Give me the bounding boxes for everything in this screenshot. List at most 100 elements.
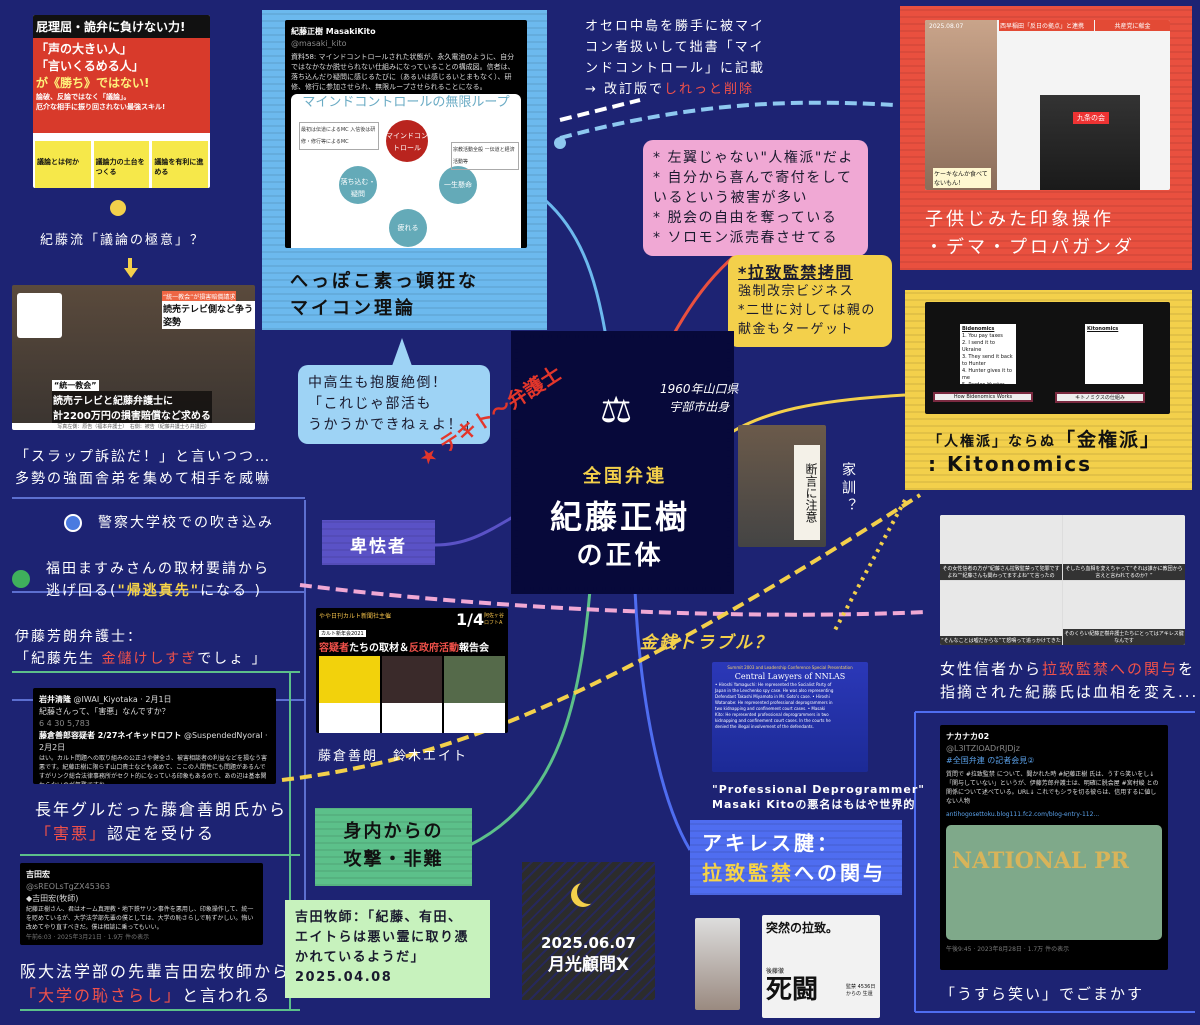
credit-author: 月光顧問X xyxy=(547,955,630,975)
book-line2: 「言いくるめる人」 xyxy=(36,59,144,73)
pink-line: * 左翼じゃない"人権派"だよ xyxy=(653,150,854,166)
tweet3-user: ナカナカ02 xyxy=(946,732,990,741)
miuchi-line2: 攻撃・非難 xyxy=(343,849,444,870)
fukuda-line2-a: 逃げ回る( xyxy=(46,583,118,599)
tweet3-link[interactable]: antihogosettoku.blog111.fc2.com/blog-ent… xyxy=(946,811,1100,818)
center-org: 全国弁連 xyxy=(583,466,667,487)
center-node xyxy=(515,335,730,590)
event-title-d: 報告会 xyxy=(459,643,489,654)
fukuda-line2-c: になる ) xyxy=(200,583,262,599)
tweet2-user: 吉田宏 xyxy=(26,870,50,879)
kito-photo xyxy=(1040,95,1140,190)
nnlas-title: Central Lawyers of NNLAS xyxy=(734,672,846,681)
achilles-line2-a: 拉致監禁 xyxy=(702,861,794,885)
scales-of-justice-icon: ⚖ xyxy=(600,390,633,431)
news-image: “統一教会”が損害賠償請求 読売テレビ側など争う姿勢 “統一教会” 読売テレビと… xyxy=(12,285,255,430)
tweet3-tag: #全国弁連 の記者会見② xyxy=(946,756,1035,765)
propaganda-line2: ・デマ・プロパガンダ xyxy=(925,237,1135,258)
kitonomics-line1-b: 「金権派」 xyxy=(1056,429,1162,451)
bidenomics-title: Bidenomics xyxy=(962,326,995,332)
kitonomics-footer: キトノミクスの仕組み xyxy=(1055,392,1145,403)
suspect-photo xyxy=(319,656,380,733)
yellow-line2: *二世に対しては親の xyxy=(738,303,876,318)
img-header1: 西早稲田「反日の拠点」と連携 xyxy=(999,20,1094,31)
mindcontrol-tweet-image: 紀藤正樹 MasakiKito @masaki_kito 資料58: マインドコ… xyxy=(285,20,527,248)
event-title-a: 容疑者 xyxy=(319,643,349,654)
women-line1-b: 拉致監禁への関与 xyxy=(1042,660,1179,678)
achilles-line1: アキレス腱： xyxy=(702,831,840,855)
news-line1: 読売テレビと紀藤弁護士に xyxy=(53,396,173,407)
running-icon xyxy=(12,570,30,588)
othello-line3: ンドコントロール」に記載 xyxy=(585,61,766,76)
mc-note-left: 最初は伝道によるMC 入信後は研修・修行等によるMC xyxy=(299,122,379,150)
book-sub1: 論破、反論ではなく「議論」。 xyxy=(36,93,131,101)
mc-title-line2: マイコン理論 xyxy=(290,298,416,319)
news-tag: “統一教会”が損害賠償請求 xyxy=(162,291,237,302)
calligraphy-scroll: 断言に注意 xyxy=(794,445,820,540)
slapp-line2: 多勢の強面舎弟を集めて相手を威嚇 xyxy=(15,471,271,487)
kitonomics-image: Bidenomics 1. You pay taxes 2. I send it… xyxy=(925,302,1170,414)
pink-line: * 自分から喜んで寄付をして xyxy=(653,170,853,186)
gokui-caption: 紀藤流「議論の極意」？ xyxy=(40,233,206,248)
tweet2-handle: @sREOLsTgZX45363 xyxy=(26,882,111,891)
tweet2-text: 紀藤正樹さん、君はオーム真理教・地下鉄サリン事件を悪用し、印象操作して、統一を貶… xyxy=(26,906,254,931)
tweet-yoshida-image: 吉田宏 @sREOLsTgZX45363 ◆吉田宏(牧師) 紀藤正樹さん、君はオ… xyxy=(20,863,263,945)
fujikura-b: 認定を受ける xyxy=(107,824,216,843)
yoshida-note-line2: エイトらは悪い霊に取り憑 xyxy=(295,930,470,945)
birth-line1: 1960年山口県 xyxy=(660,382,739,396)
bidenomics-item: 2. I send it to Ukraine xyxy=(962,340,995,353)
kitonomics-line1-a: 「人権派」ならぬ xyxy=(928,434,1056,450)
event-title-c: 反政府活動 xyxy=(409,643,459,654)
center-name: 紀藤正樹 xyxy=(549,498,690,536)
hikyo-label: 卑怯者 xyxy=(350,537,407,557)
hikyo-box xyxy=(322,520,435,565)
mc-diagram-title: マインドコントロールの無限ループ xyxy=(302,95,510,110)
kakun-label: 家訓？ xyxy=(840,462,856,516)
mc-note-right: 宗教活動全般 ー伝道と経済活動等 xyxy=(451,142,519,170)
tweet3-banner: NATIONAL PR xyxy=(946,825,1162,940)
women-cap2: そしたら血相を変えちゃって“それは誰かに教団から言えと言われてるのか？” xyxy=(1063,563,1185,580)
mc-bubble-line2: 「これじゃ部活も xyxy=(308,396,432,412)
achilles-box xyxy=(690,820,902,895)
tweet1-handle2: @SuspendedNyoral · 2月2日 xyxy=(39,731,268,752)
women-cap3: “そんなことは嘘だからな”て怒鳴って追っかけてきた xyxy=(940,636,1062,645)
tweet2-title: ◆吉田宏(牧師) xyxy=(26,894,79,903)
mc-node-left: 落ち込む・疑問 xyxy=(339,166,377,204)
pink-line: いるという被害が多い xyxy=(653,190,808,206)
lightbulb-icon xyxy=(110,200,126,216)
news-label: “統一教会” xyxy=(52,380,99,391)
yellow-line3: 献金もターゲット xyxy=(738,322,855,337)
mc-speech-bubble: 中高生も抱腹絶倒！ 「これじゃ部活も うかうかできねぇよ！」 xyxy=(298,365,490,444)
press-conference-tweet-image: ナカナカ02 @L3lTZlOADrRJDjz #全国弁連 の記者会見② 質問で… xyxy=(940,725,1168,970)
othello-line4-b: しれっと削除 xyxy=(664,82,755,97)
achilles-line2-b: への関与 xyxy=(794,861,886,885)
book-ad-big: 死闘 xyxy=(766,975,819,1005)
yellow-title: *拉致監禁拷問 xyxy=(738,263,853,282)
nnlas-body: • Hiroshi Yamaguchi: He represented the … xyxy=(715,682,834,729)
tweet1-stats: 6 4 30 5,783 xyxy=(39,719,90,728)
tweet1-handle: @IWAI_Kiyotaka · 2月1日 xyxy=(73,695,172,704)
othello-line2: コン者扱いして拙書「マイ xyxy=(585,40,765,55)
img-header2: 共産党に献金 xyxy=(1095,20,1170,31)
book-chapter-1: 議論とは何か xyxy=(35,141,91,188)
book-chapter-2: 議論力の土台をつくる xyxy=(93,141,150,188)
bubble-tail xyxy=(392,338,412,366)
propaganda-collage-image: 2025.08.07 ケーキなんか食べてないもん！ 西早稲田「反日の拠点」と連携… xyxy=(925,20,1170,190)
mc-tweet-handle: @masaki_kito xyxy=(291,39,347,48)
credit-box xyxy=(522,862,655,1000)
book-cover-image: 屁理屈・詭弁に負けない力! 「声の大きい人」 「言いくるめる人」 が《勝ち》では… xyxy=(33,15,210,188)
arrow-down-icon xyxy=(124,268,138,278)
book-ad-image: 突然の拉致。 後藤徹 死闘 監禁 4536日 からの 生還 xyxy=(762,915,880,1018)
shocked-face-icon xyxy=(17,293,62,338)
yellow-speech-bubble: *拉致監禁拷問 強制改宗ビジネス *二世に対しては親の 献金もターゲット xyxy=(728,255,892,347)
mc-node-right: 一生懸命 xyxy=(439,166,477,204)
mc-title-line1: へっぽこ素っ頓狂な xyxy=(290,271,479,292)
mc-node-bottom: 疲れる xyxy=(389,209,427,247)
yoshida-note: 吉田牧師：「紀藤、有田、 エイトらは悪い霊に取り憑 かれているようだ」 2025… xyxy=(285,900,490,998)
kitonomics-title: Kitonomics xyxy=(1085,324,1143,384)
credit-date: 2025.06.07 xyxy=(541,934,636,952)
book-ad-sub: 監禁 4536日 からの 生還 xyxy=(846,984,876,997)
bidenomics-footer: How Bidenomics Works xyxy=(933,392,1033,402)
event-names: 藤倉善朗 鈴木エイト xyxy=(318,749,469,764)
